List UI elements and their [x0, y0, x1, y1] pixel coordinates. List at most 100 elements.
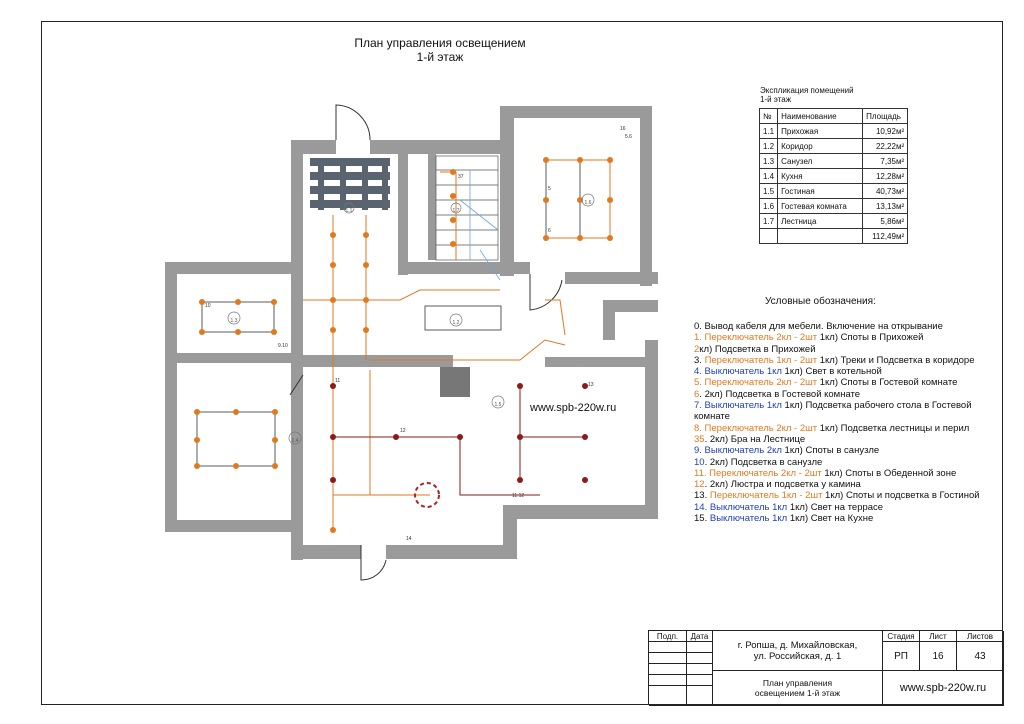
- legend-list: 0. Вывод кабеля для мебели. Включение на…: [694, 321, 994, 524]
- room-id-label: 1.2: [453, 320, 460, 326]
- stamp-podp: Подп.: [649, 631, 687, 642]
- legend-segment: 6: [694, 388, 700, 400]
- switch-marker-label: 13: [588, 382, 594, 388]
- legend-segment: кл) Подсветка в Прихожей: [699, 343, 816, 355]
- switch-marker-label: 10: [205, 303, 211, 309]
- title-line-1: План управления освещением: [354, 36, 526, 50]
- legend-item: 11. Переключатель 2кл - 2шт 1кл) Споты в…: [694, 468, 994, 479]
- table-total-row: 112,49м²: [758, 228, 909, 244]
- room-id-label: 1.5: [495, 402, 502, 408]
- legend-segment: 14. Выключатель 1кл: [694, 501, 788, 513]
- col-area: Площадь: [862, 108, 909, 124]
- switch-marker-label: 6: [548, 228, 551, 234]
- col-no: №: [758, 108, 779, 124]
- stamp-drawing-title: План управления освещением 1-й этаж: [713, 671, 883, 706]
- walls: [165, 106, 658, 560]
- cell-name: Коридор: [777, 138, 864, 154]
- cell-name: Гостиная: [777, 183, 864, 199]
- legend-item: 14. Выключатель 1кл 1кл) Свет на террасе: [694, 502, 994, 513]
- explication-heading: Экспликация помещений 1-й этаж: [760, 86, 854, 104]
- legend-item: 1. Переключатель 2кл - 2шт 1кл) Споты в …: [694, 332, 994, 343]
- stamp-stage-label: Стадия: [883, 631, 920, 642]
- switch-marker-label: 11: [335, 378, 340, 384]
- legend-segment: . 2кл) Люстра и подсветка у камина: [704, 479, 861, 491]
- legend-segment: Выключатель 1кл: [709, 513, 788, 525]
- legend-segment: 9. Выключатель 2кл: [694, 445, 782, 457]
- room-markers: [227, 193, 595, 445]
- title-line-2: 1-й этаж: [416, 50, 464, 64]
- cell-no: 1.3: [758, 153, 779, 169]
- wiring-orange: [303, 159, 611, 530]
- legend-segment: 12: [694, 479, 705, 491]
- legend-segment: Переключатель 1кл - 2шт: [704, 354, 818, 366]
- switch-marker-label: 16: [620, 126, 626, 132]
- drawing-frame: [41, 21, 1003, 705]
- legend-segment: 1кл) Свет на террасе: [787, 501, 884, 513]
- cell-no: 1.7: [758, 213, 779, 229]
- cell-no: 1.5: [758, 183, 779, 199]
- switch-marker-label: 9.10: [278, 343, 288, 349]
- legend-segment: 13.: [694, 490, 710, 502]
- legend-segment: 1. Переключатель 2кл - 2шт: [694, 332, 818, 344]
- room-id-label: 1.7: [453, 208, 460, 214]
- col-name: Наименование: [777, 108, 864, 124]
- legend-segment: 1кл) Споты в Прихожей: [817, 332, 924, 344]
- stamp-sheets: 43: [957, 642, 1004, 671]
- legend-segment: 11. Переключатель 2кл - 2шт: [694, 467, 822, 479]
- switch-marker-label: 12: [400, 428, 406, 434]
- switch-marker-label: 11.12: [512, 493, 524, 499]
- explication-heading-2: 1-й этаж: [760, 95, 792, 104]
- switch-marker-label: 5: [548, 186, 551, 192]
- chandelier: [414, 482, 440, 508]
- spots-dark: [330, 383, 588, 483]
- legend-segment: 1кл) Подсветка рабочего стола в Гостевой…: [694, 400, 972, 423]
- legend-item: 5. Переключатель 2кл - 2шт 1кл) Споты в …: [694, 377, 994, 388]
- legend-segment: . 2кл) Подсветка в Гостевой комнате: [699, 388, 861, 400]
- switch-marker-label: 37: [458, 174, 464, 180]
- cell-name: Кухня: [777, 168, 864, 184]
- legend-item: 15. Выключатель 1кл 1кл) Свет на Кухне: [694, 513, 994, 524]
- cell-area: 40,73м²: [862, 183, 909, 199]
- room-id-label: 1.3: [231, 318, 238, 324]
- cell-name: Прихожая: [777, 123, 864, 139]
- cell-no: 1.6: [758, 198, 779, 214]
- drawing-title: План управления освещением 1-й этаж: [330, 36, 550, 64]
- cell-name: Лестница: [777, 213, 864, 229]
- legend-segment: 1кл) Споты в санузле: [781, 445, 880, 457]
- legend-title: Условные обозначения:: [765, 296, 876, 307]
- legend-item: 6. 2кл) Подсветка в Гостевой комнате: [694, 389, 994, 400]
- cell-name: Гостевая комната: [777, 198, 864, 214]
- room-id-label: 1.6: [585, 200, 592, 206]
- legend-segment: 1кл) Свет в котельной: [781, 366, 882, 378]
- room-id-label: 1.1: [346, 208, 353, 214]
- stamp-sheet: 16: [920, 642, 957, 671]
- stamp-stage: РП: [883, 642, 920, 671]
- cell-area: 22,22м²: [862, 138, 909, 154]
- stair-handrail: [459, 170, 501, 281]
- website-watermark: www.spb-220w.ru: [530, 402, 617, 414]
- cell-no: 1.2: [758, 138, 779, 154]
- legend-segment: 4. Выключатель 1кл: [694, 366, 782, 378]
- stamp-website: www.spb-220w.ru: [883, 671, 1004, 706]
- legend-segment: Переключатель 1кл - 2шт: [709, 490, 823, 502]
- legend-segment: 1кл) Споты и подсветка в Гостиной: [822, 490, 980, 502]
- legend-item: 8. Переключатель 2кл - 2шт 1кл) Подсветк…: [694, 423, 994, 434]
- doors: [289, 104, 563, 581]
- stamp-data: Дата: [687, 631, 713, 642]
- legend-item: 7. Выключатель 1кл 1кл) Подсветка рабоче…: [694, 400, 994, 423]
- stair-lines: [435, 155, 499, 261]
- legend-segment: 3.: [694, 354, 705, 366]
- cell-area: 10,92м²: [862, 123, 909, 139]
- legend-segment: 7. Выключатель 1кл: [694, 400, 782, 412]
- cell-name: Санузел: [777, 153, 864, 169]
- legend-item: 35. 2кл) Бра на Лестнице: [694, 434, 994, 445]
- legend-item: 13. Переключатель 1кл - 2шт 1кл) Споты и…: [694, 490, 994, 501]
